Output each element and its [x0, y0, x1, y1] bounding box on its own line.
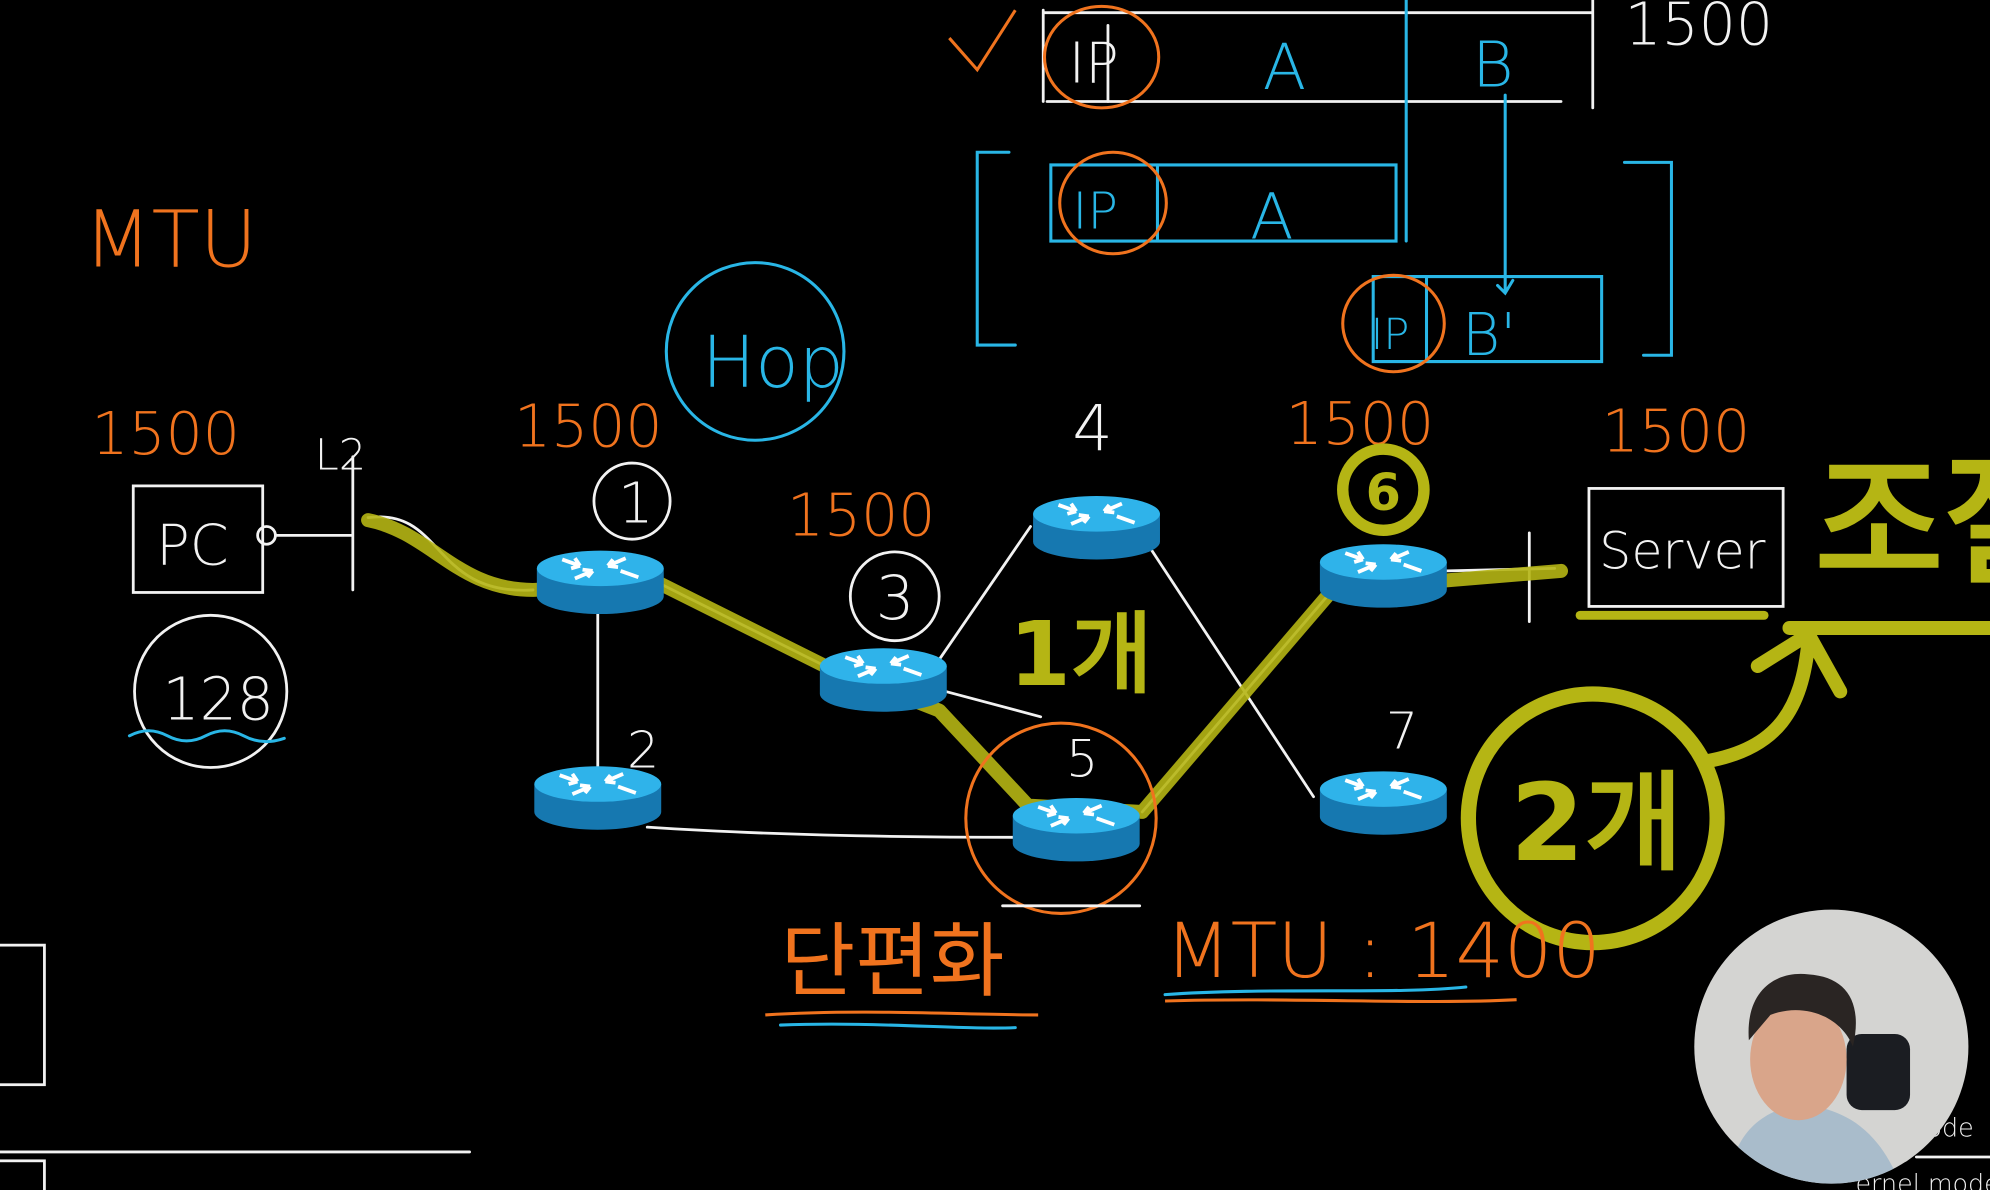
l2-label: L2 [315, 430, 366, 480]
router-6-number: 6 [1366, 463, 1401, 522]
router-1[interactable] [534, 548, 666, 616]
router-5[interactable] [1010, 796, 1142, 864]
fragmentation-underline-blue [778, 1022, 1017, 1030]
router-5-fragment-circle [964, 721, 1158, 915]
hop-label: Hop [702, 321, 844, 404]
fragment-1-box [1049, 163, 1398, 243]
server-label: Server [1599, 521, 1766, 580]
router-5-number: 5 [1066, 729, 1098, 788]
fragmentation-label: 단편화 [781, 916, 1005, 1010]
two-packets-circle [1460, 686, 1725, 951]
mtu-1400-underline-orange [1165, 998, 1517, 1004]
router-1-number: 1 [618, 472, 654, 537]
fragment-2-box [1371, 275, 1604, 364]
server-box [1587, 487, 1785, 608]
mtu-title: MTU [84, 193, 258, 285]
router-3-number-circle [848, 550, 941, 643]
ip-header-circle [1042, 4, 1161, 110]
pc-mtu-underline [127, 729, 286, 744]
pc-box [131, 484, 265, 594]
slide-box-2 [0, 1159, 46, 1190]
mtu-r6-value: 1500 [1286, 390, 1435, 458]
fragment-2-header: IP [1371, 310, 1410, 360]
hop-circle [664, 261, 846, 442]
router-7-number: 7 [1386, 702, 1418, 761]
reassembly-arrow [1700, 627, 1848, 769]
fragment-arrows [1404, 0, 1515, 296]
fragment-1-header: IP [1072, 181, 1118, 240]
router-3-number: 3 [876, 563, 915, 634]
mtu-1400-label: MTU : 1400 [1165, 906, 1601, 995]
pc-label: PC [156, 514, 229, 579]
check-icon [948, 9, 1017, 73]
router-1-number-circle [592, 461, 672, 541]
mtu-r3-value: 1500 [787, 481, 936, 549]
mtu-server-value: 1500 [1602, 398, 1751, 466]
router-6-number-circle [1337, 443, 1430, 537]
packet-route-highlight [361, 513, 1569, 819]
pc-mtu-circle [133, 613, 289, 769]
packet-part-b: B [1472, 27, 1514, 101]
mtu-1400-underline [1163, 985, 1468, 997]
packet-part-a: A [1263, 30, 1306, 104]
slide-box-1 [0, 943, 46, 1087]
router-4-number: 4 [1072, 391, 1112, 465]
slide-text-kernel-mode: ernel mode [1855, 1169, 1990, 1190]
router-7[interactable] [1317, 769, 1449, 837]
fragment-1-header-circle [1058, 150, 1168, 256]
fragment-2-part: B' [1462, 301, 1516, 369]
one-packet-label: 1개 [1009, 603, 1153, 706]
router-3[interactable] [817, 646, 949, 714]
router-6[interactable] [1317, 542, 1449, 610]
mtu-pc-value: 1500 [91, 400, 240, 468]
packet-header: IP [1069, 31, 1119, 96]
pc-mtu-circle-value: 128 [162, 665, 273, 733]
fragment-1-part: A [1250, 180, 1293, 254]
router-4[interactable] [1031, 494, 1162, 562]
two-packets-label: 2개 [1510, 762, 1682, 886]
fragment-2-header-circle [1341, 273, 1446, 374]
mtu-r1-value: 1500 [514, 393, 663, 461]
router-2-number: 2 [627, 721, 659, 780]
reassembly-label: 조절 [1815, 441, 1990, 604]
pc-link [274, 455, 355, 592]
pc-port-icon [256, 525, 277, 546]
webcam-overlay [1694, 909, 1969, 1184]
fragmentation-underline [765, 1010, 1039, 1017]
fragments-bracket [975, 150, 1673, 357]
packet-mtu-value: 1500 [1624, 0, 1773, 58]
